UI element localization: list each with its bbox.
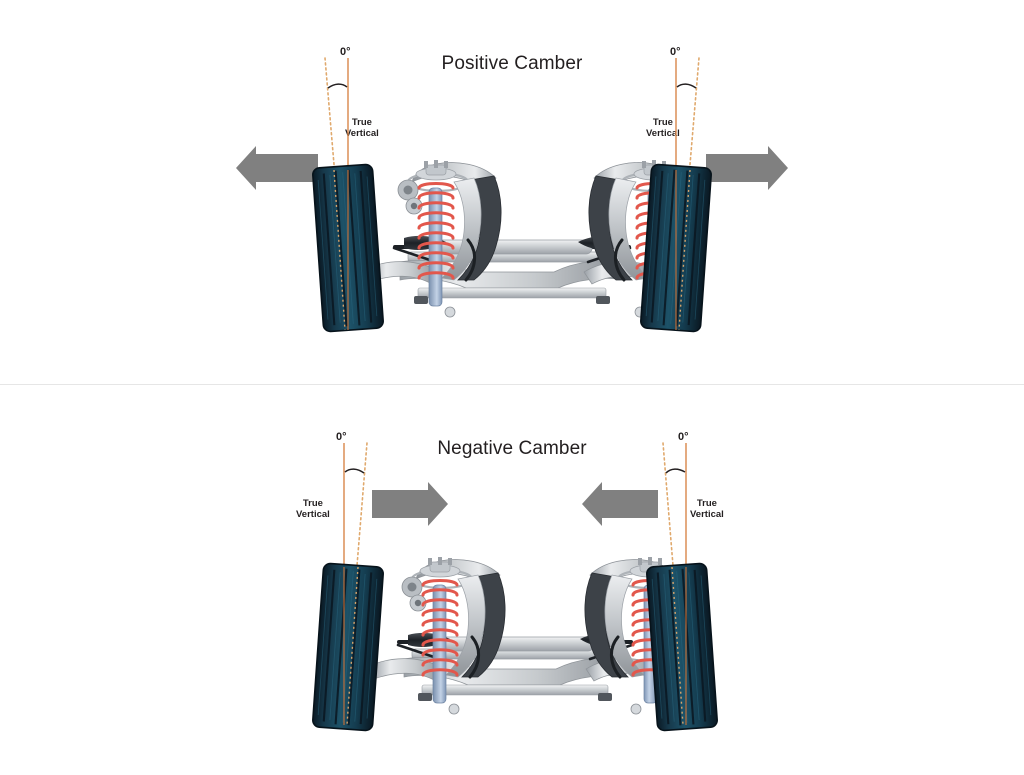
negative-camber-title: Negative Camber [437,438,587,459]
camber-axis-overlay-right-positive [678,169,691,331]
angle-arc-left-positive [327,83,348,89]
positive-camber-illustration [236,57,788,333]
steering-rack-negative [435,636,595,652]
true-vertical-line1: True [351,117,372,128]
true-vertical-line2: Vertical [690,509,724,520]
angle-label-right-positive: 0° [670,46,681,58]
true-vertical-line1: True [302,498,323,509]
true-vertical-label-left-positive: True Vertical [345,117,379,139]
right-arrow-positive [706,146,788,190]
true-vertical-line2: Vertical [296,509,330,520]
angle-label-left-positive: 0° [340,46,351,58]
true-vertical-label-left-negative: True Vertical [296,498,330,520]
true-vertical-line2: Vertical [646,128,680,139]
camber-axis-overlay-right-negative [671,566,684,726]
left-arrow-positive [236,146,318,190]
positive-camber-title: Positive Camber [441,53,583,74]
true-vertical-line2: Vertical [345,128,379,139]
right-arrow-negative [582,482,658,526]
negative-camber-panel: Negative Camber 0° 0° True Vertical True… [0,385,1024,775]
angle-label-left-negative: 0° [336,431,347,443]
panel-divider [0,384,1024,385]
camber-axis-overlay-left-positive [333,169,346,331]
true-vertical-line1: True [652,117,673,128]
true-vertical-line1: True [696,498,717,509]
wheel-left-negative [311,562,385,732]
true-vertical-label-right-positive: True Vertical [646,117,680,139]
angle-arc-right-positive [676,83,697,89]
negative-camber-illustration [311,442,719,732]
camber-axis-overlay-left-negative [346,566,359,726]
angle-arc-left-negative [344,468,365,474]
angle-label-right-negative: 0° [678,431,689,443]
left-arrow-negative [372,482,448,526]
steering-rack-positive [431,239,593,255]
wheel-right-negative [645,562,719,732]
angle-arc-right-negative [665,468,686,474]
positive-camber-panel: Positive Camber 0° 0° True Vertical True… [0,0,1024,384]
true-vertical-label-right-negative: True Vertical [690,498,724,520]
